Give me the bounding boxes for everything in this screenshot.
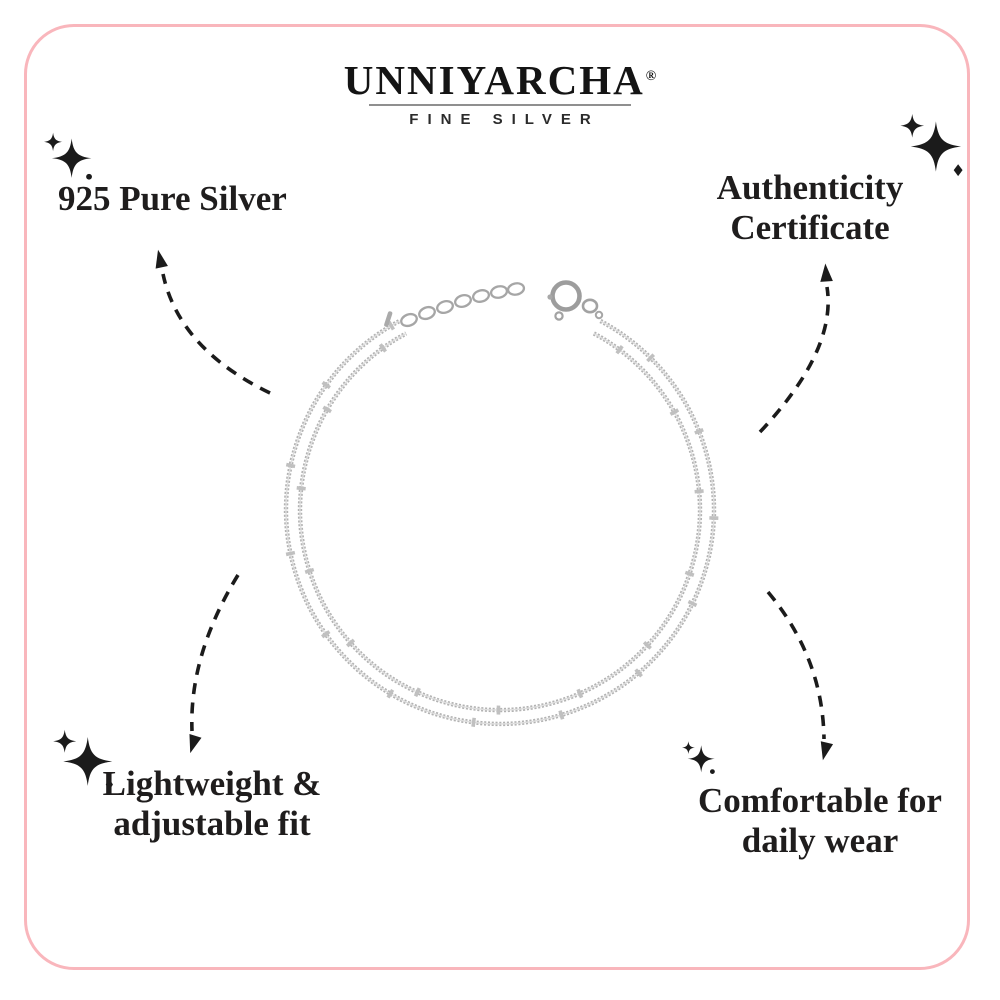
brand-name-row: UNNIYARCHA® xyxy=(0,60,1000,101)
brand-logo: UNNIYARCHA® FINE SILVER xyxy=(0,60,1000,129)
feature-lightweight-adjustable: Lightweight & adjustable fit xyxy=(62,764,362,845)
sparkle-icon xyxy=(53,729,113,791)
sparkle-icon xyxy=(682,741,715,774)
feature-label-line: Comfortable for xyxy=(698,781,942,820)
feature-comfortable-daily-wear: Comfortable for daily wear xyxy=(670,781,970,862)
brand-tagline: FINE SILVER xyxy=(409,111,600,128)
feature-authenticity-certificate: Authenticity Certificate xyxy=(660,168,960,249)
feature-label-line: Lightweight & xyxy=(102,764,322,803)
logo-divider xyxy=(369,104,631,106)
feature-label-line: Certificate xyxy=(730,208,890,248)
feature-925-pure-silver: 925 Pure Silver xyxy=(58,179,287,219)
sparkle-icon xyxy=(43,132,92,180)
sparkle-icon xyxy=(900,113,963,177)
feature-label: 925 Pure Silver xyxy=(58,179,287,218)
registered-trademark: ® xyxy=(645,69,657,84)
pink-border-frame xyxy=(24,24,970,970)
brand-name: UNNIYARCHA xyxy=(343,57,645,103)
feature-label-line: adjustable fit xyxy=(113,804,311,844)
feature-label-line: Authenticity xyxy=(716,168,904,207)
feature-label-line: daily wear xyxy=(741,821,899,861)
